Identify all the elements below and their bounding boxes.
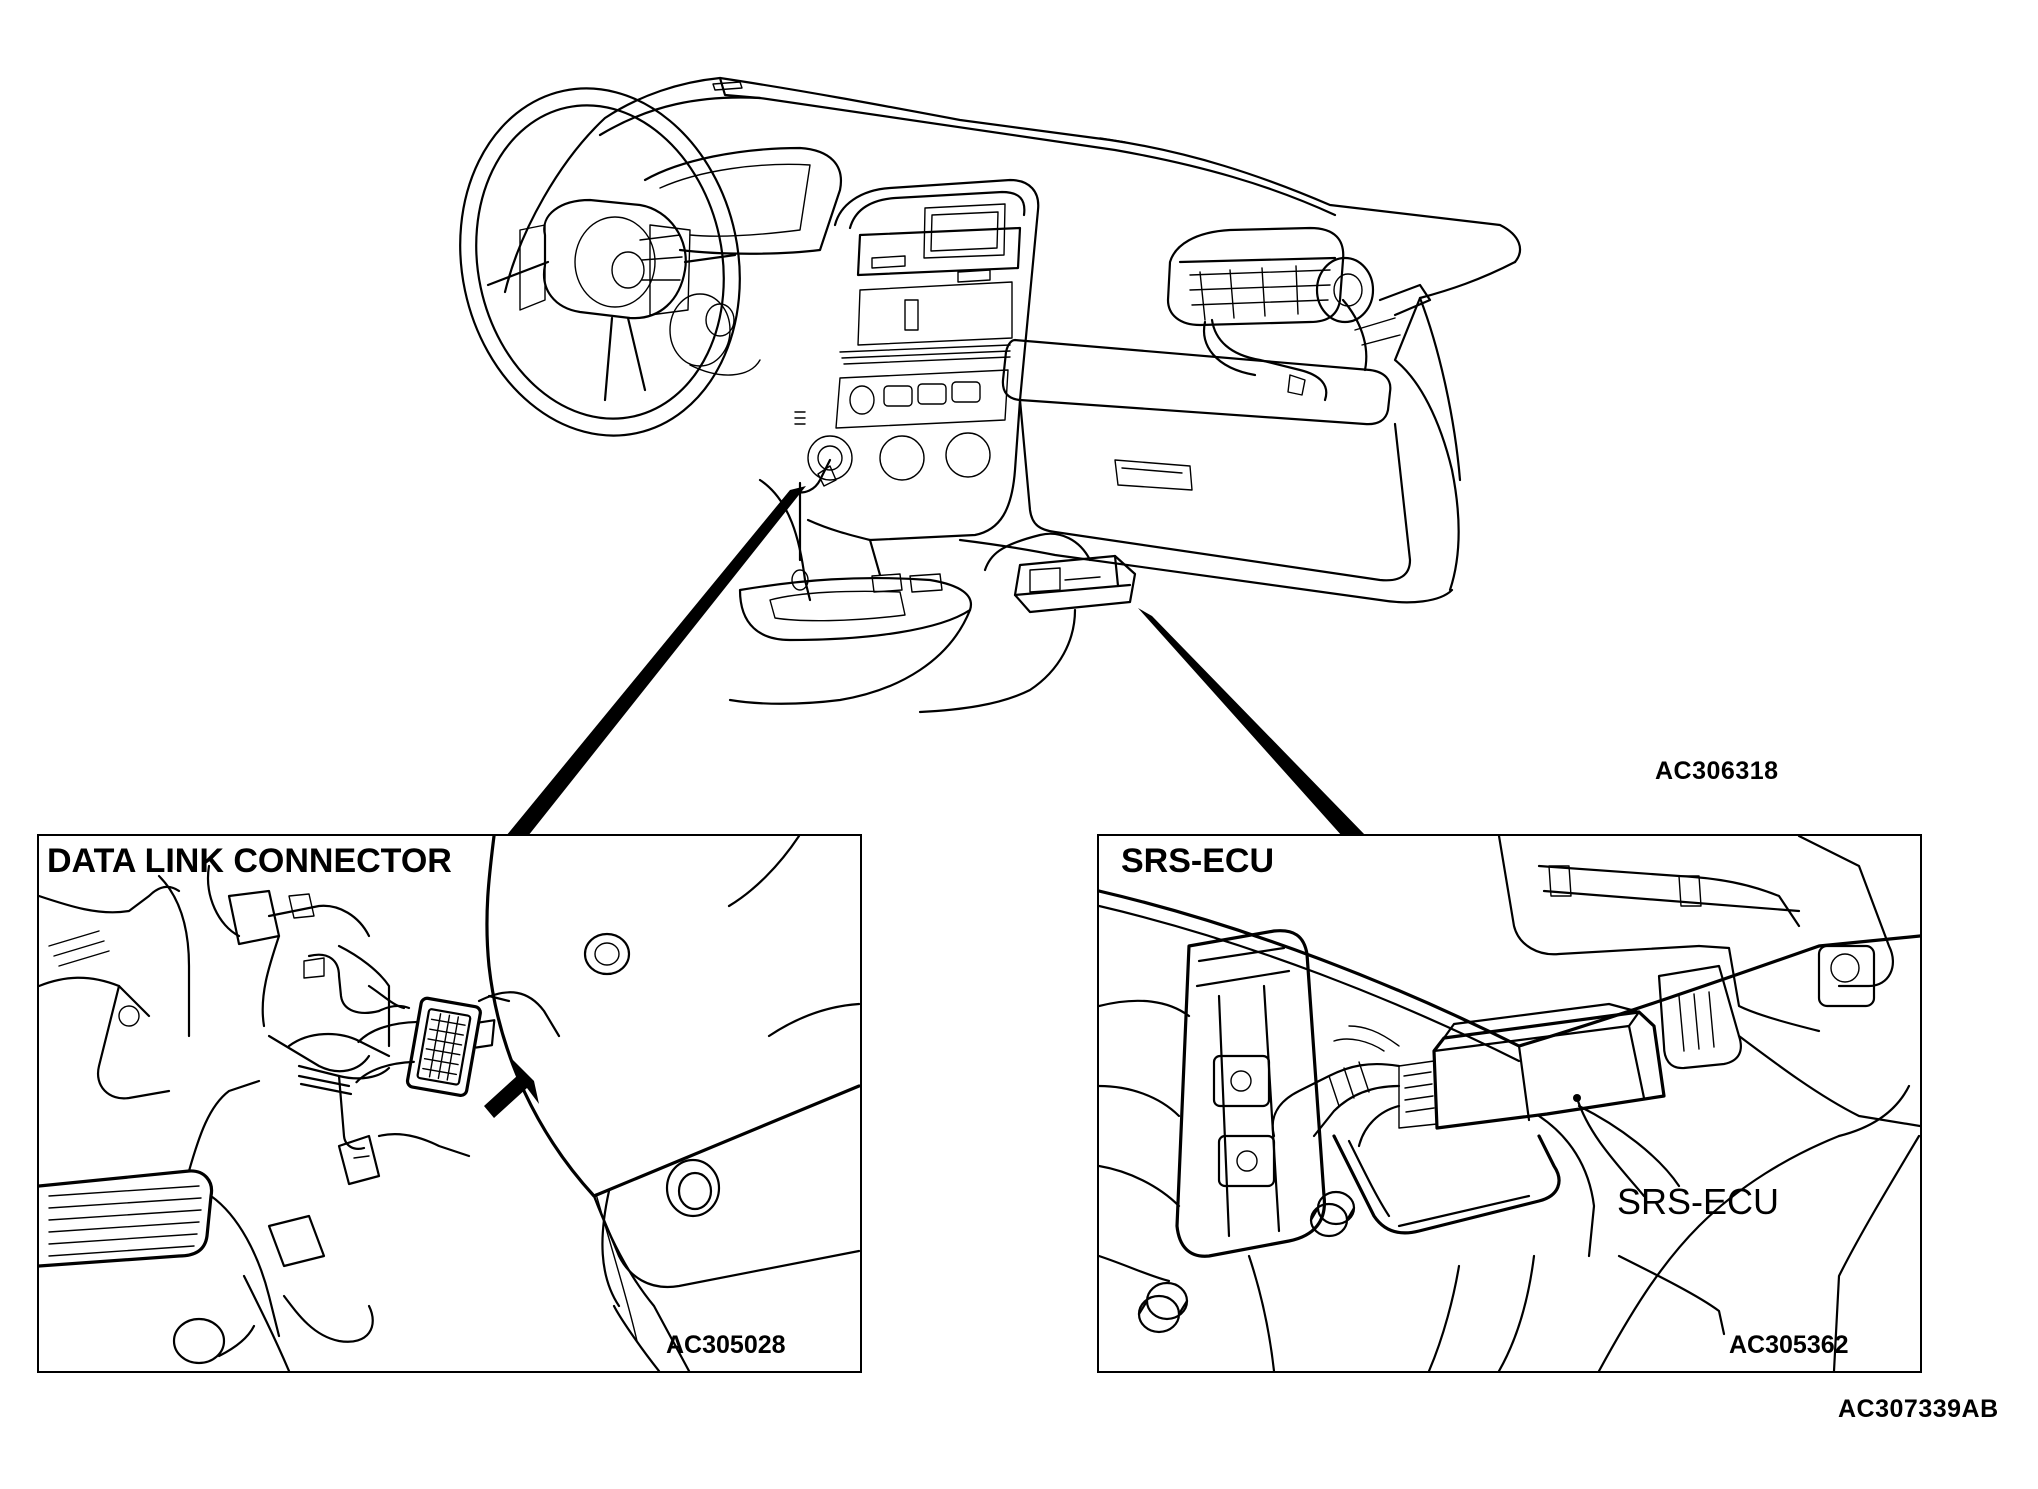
srs-ecu-panel: SRS-ECU	[1097, 834, 1922, 1373]
srs-ecu-callout: SRS-ECU	[1617, 1181, 1780, 1222]
leader-line-data-link-connector	[506, 486, 806, 836]
srs-ecu-title: SRS-ECU	[1121, 842, 1275, 880]
data-link-connector-title: DATA LINK CONNECTOR	[47, 842, 452, 880]
main-figure-code: AC306318	[1655, 757, 1779, 785]
figure-code: AC307339AB	[1838, 1395, 1999, 1423]
leader-line-srs-ecu	[1138, 608, 1366, 836]
connector-arrow-icon	[484, 1056, 539, 1118]
data-link-connector-illustration	[39, 836, 860, 1371]
data-link-connector-panel: DATA LINK CONNECTOR	[37, 834, 862, 1373]
srs-ecu-code: AC305362	[1729, 1331, 1849, 1359]
data-link-connector-code: AC305028	[666, 1331, 786, 1359]
srs-ecu-illustration	[1099, 836, 1920, 1371]
